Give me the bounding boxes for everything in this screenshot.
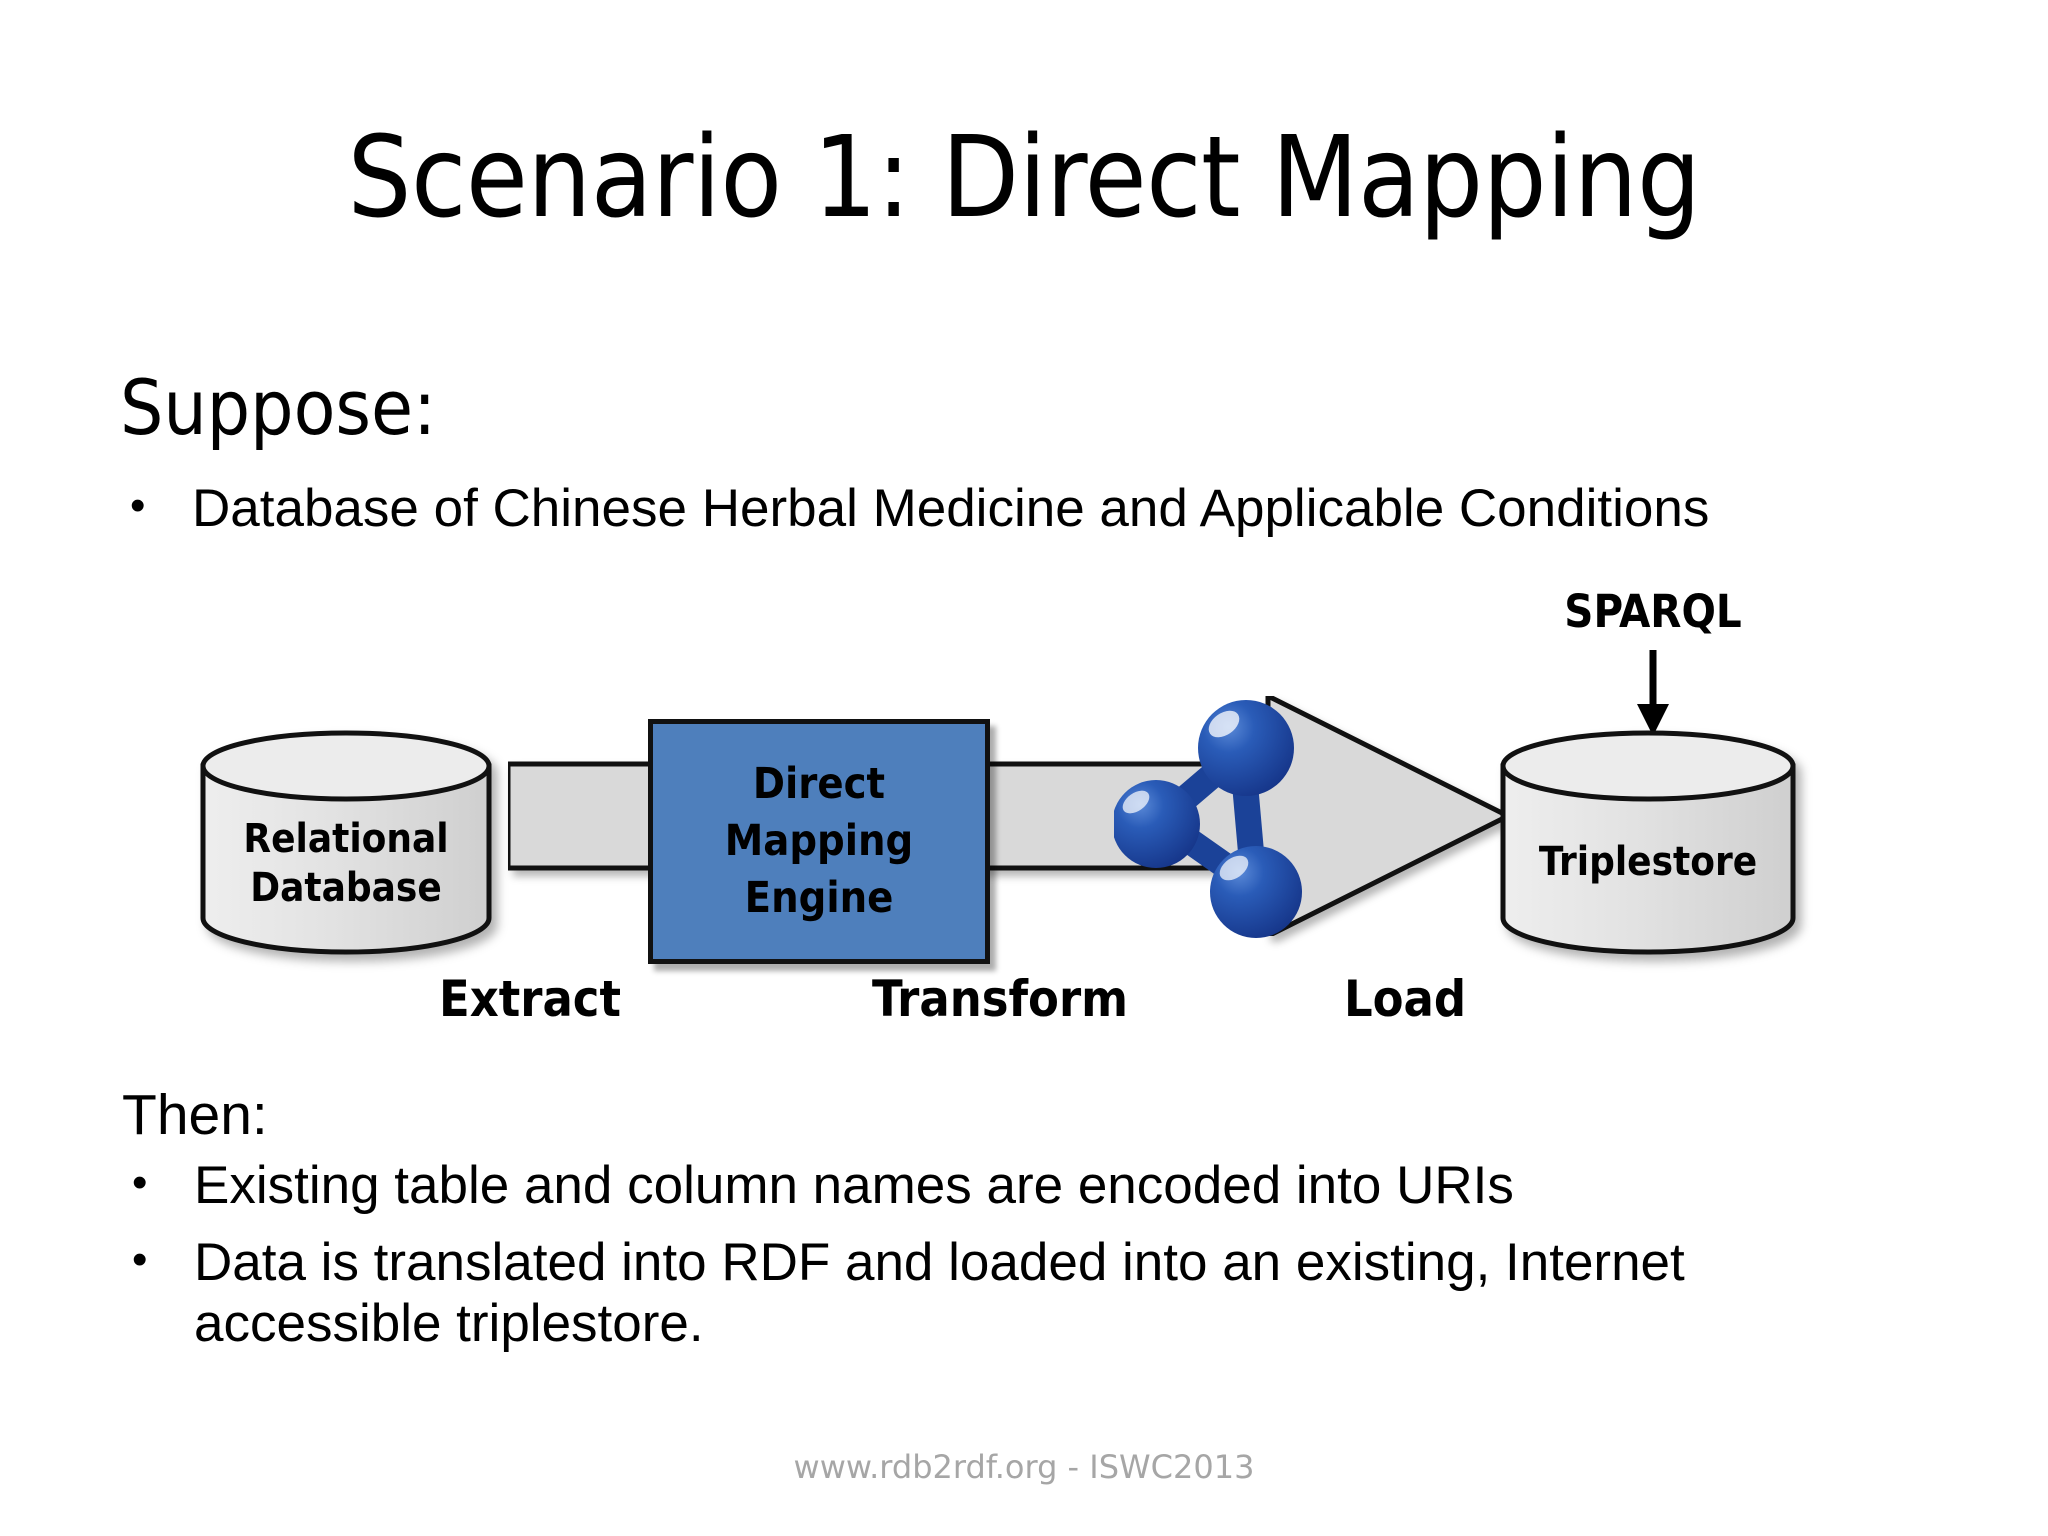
etl-diagram: Relational Database Direct Mapping Engin… bbox=[0, 580, 2048, 1060]
direct-mapping-engine-box: Direct Mapping Engine bbox=[648, 719, 990, 964]
list-item-label: Existing table and column names are enco… bbox=[194, 1156, 1514, 1215]
etl-step-transform: Transform bbox=[871, 970, 1129, 1028]
slide-footer: www.rdb2rdf.org - ISWC2013 bbox=[793, 1448, 1255, 1486]
bullet-marker-icon: • bbox=[130, 481, 146, 530]
then-heading: Then: bbox=[122, 1083, 268, 1147]
bullet-marker-icon: • bbox=[132, 1235, 148, 1284]
list-item: • Existing table and column names are en… bbox=[122, 1155, 1952, 1216]
suppose-heading: Suppose: bbox=[120, 363, 437, 452]
rdf-graph-icon bbox=[1114, 700, 1302, 938]
list-item: • Database of Chinese Herbal Medicine an… bbox=[120, 478, 1950, 539]
list-item: • Data is translated into RDF and loaded… bbox=[122, 1232, 1912, 1355]
direct-mapping-engine-label-line2: Mapping bbox=[724, 816, 914, 867]
relational-database-cylinder-icon bbox=[200, 730, 492, 955]
sparql-label: SPARQL bbox=[1564, 585, 1742, 638]
etl-step-extract: Extract bbox=[439, 970, 621, 1028]
sparql-down-arrow-icon bbox=[1637, 650, 1669, 736]
bullet-marker-icon: • bbox=[132, 1158, 148, 1207]
list-item-label: Data is translated into RDF and loaded i… bbox=[194, 1233, 1685, 1354]
direct-mapping-engine-label-line3: Engine bbox=[744, 872, 894, 923]
etl-step-load: Load bbox=[1343, 970, 1467, 1028]
direct-mapping-engine-label-line1: Direct bbox=[752, 759, 886, 810]
triplestore-cylinder-icon bbox=[1500, 730, 1796, 955]
page-title: Scenario 1: Direct Mapping bbox=[347, 113, 1701, 243]
list-item-label: Database of Chinese Herbal Medicine and … bbox=[192, 479, 1710, 538]
